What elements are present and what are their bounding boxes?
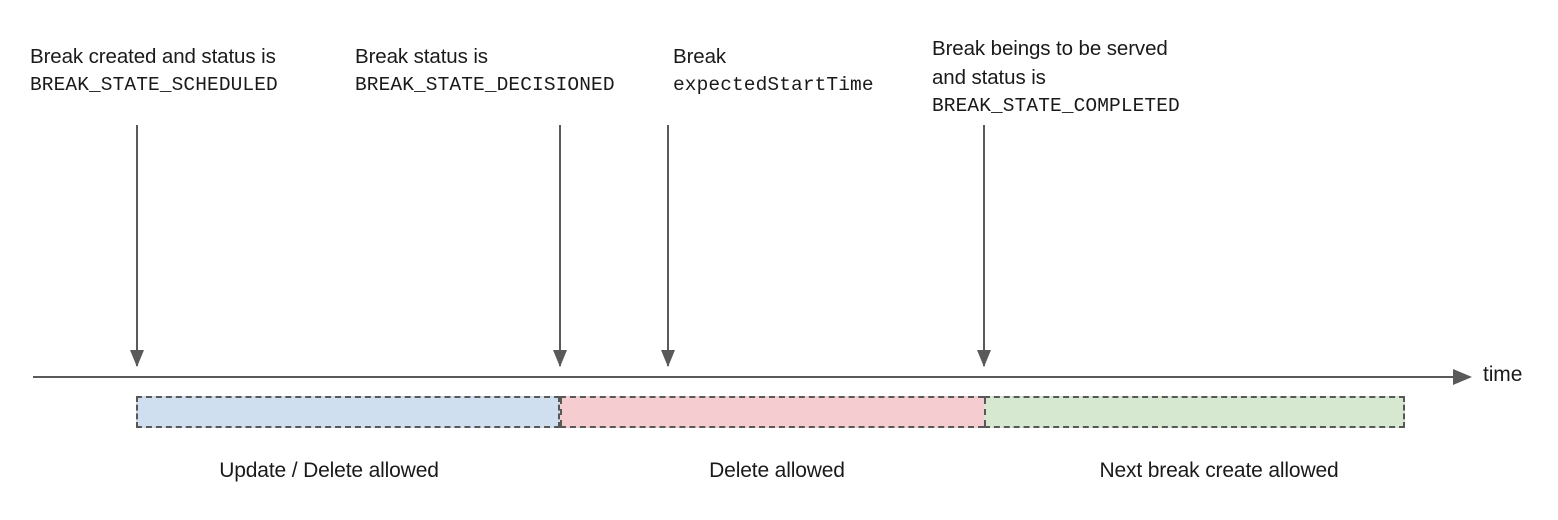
phase-seam	[560, 398, 562, 426]
drop-arrow-scheduled	[128, 125, 146, 367]
arrow-head-icon	[130, 350, 144, 367]
drop-arrow-decisioned	[551, 125, 569, 367]
phase-caption-next-break-create: Next break create allowed	[1099, 459, 1339, 482]
arrow-shaft	[983, 125, 985, 366]
event-label-scheduled: Break created and status is BREAK_STATE_…	[30, 42, 278, 100]
time-axis-arrow-icon	[1453, 369, 1472, 385]
phase-bar-next-break-create	[984, 396, 1405, 428]
time-axis-line	[33, 376, 1453, 378]
event-label-line: Break status is	[355, 45, 488, 68]
drop-arrow-completed	[975, 125, 993, 367]
event-label-line: expectedStartTime	[673, 74, 874, 96]
arrow-head-icon	[553, 350, 567, 367]
phase-bar-delete-only	[560, 396, 984, 428]
time-axis-label: time	[1483, 363, 1523, 386]
event-label-line: Break beings to be served	[932, 37, 1168, 60]
event-label-line: Break	[673, 45, 727, 68]
phase-caption-delete-only: Delete allowed	[709, 459, 845, 482]
phase-caption-update-delete: Update / Delete allowed	[219, 459, 439, 482]
arrow-shaft	[667, 125, 669, 366]
event-label-expected-start-time: Break expectedStartTime	[673, 42, 874, 100]
phase-seam	[984, 398, 986, 426]
event-label-line: Break created and status is	[30, 45, 276, 68]
event-label-decisioned: Break status is BREAK_STATE_DECISIONED	[355, 42, 615, 100]
event-label-line: BREAK_STATE_DECISIONED	[355, 74, 615, 96]
event-label-completed: Break beings to be served and status is …	[932, 34, 1180, 121]
arrow-head-icon	[661, 350, 675, 367]
arrow-head-icon	[977, 350, 991, 367]
event-label-line: BREAK_STATE_COMPLETED	[932, 95, 1180, 117]
event-label-line: BREAK_STATE_SCHEDULED	[30, 74, 278, 96]
event-label-line: and status is	[932, 66, 1046, 89]
arrow-shaft	[559, 125, 561, 366]
drop-arrow-expected-start-time	[659, 125, 677, 367]
phase-bar-update-delete	[136, 396, 560, 428]
arrow-shaft	[136, 125, 138, 366]
